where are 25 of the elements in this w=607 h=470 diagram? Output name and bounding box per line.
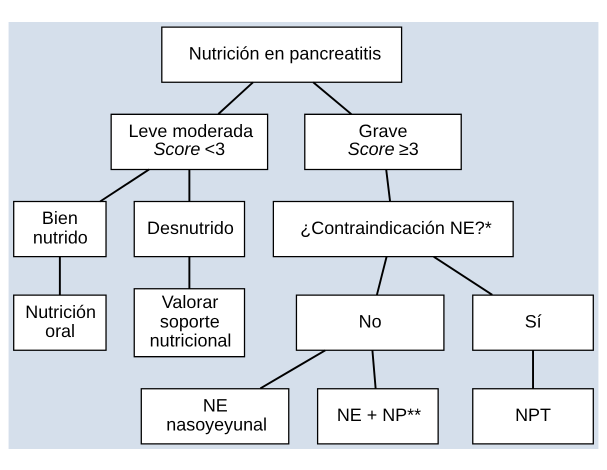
connector	[532, 350, 534, 388]
connector	[433, 255, 493, 296]
connector	[100, 168, 150, 202]
node-box: NE nasoyeyunal	[140, 388, 290, 444]
node-box: No	[296, 294, 445, 350]
connector	[376, 256, 388, 295]
connector	[385, 168, 391, 201]
connector	[58, 256, 61, 294]
node-box: Nutrición oral	[13, 294, 107, 350]
node-box: ¿Contraindicación NE?*	[272, 200, 514, 257]
node-box: Leve moderada Score <3	[110, 113, 268, 170]
node-box: NPT	[472, 388, 594, 444]
connector	[188, 169, 190, 201]
node-box: Grave Score ≥3	[304, 113, 462, 170]
node-box: Valorar soporte nutricional	[134, 288, 246, 357]
connector	[312, 81, 352, 115]
node-box: NE + NP**	[316, 388, 439, 444]
node-box: Desnutrido	[134, 200, 246, 257]
connector	[371, 350, 377, 388]
connector	[260, 348, 326, 389]
node-box: Nutrición en pancreatitis	[161, 26, 402, 82]
node-box: Sí	[472, 294, 594, 350]
connector	[218, 81, 254, 114]
node-box: Bien nutrido	[13, 200, 107, 257]
connector	[188, 256, 190, 288]
